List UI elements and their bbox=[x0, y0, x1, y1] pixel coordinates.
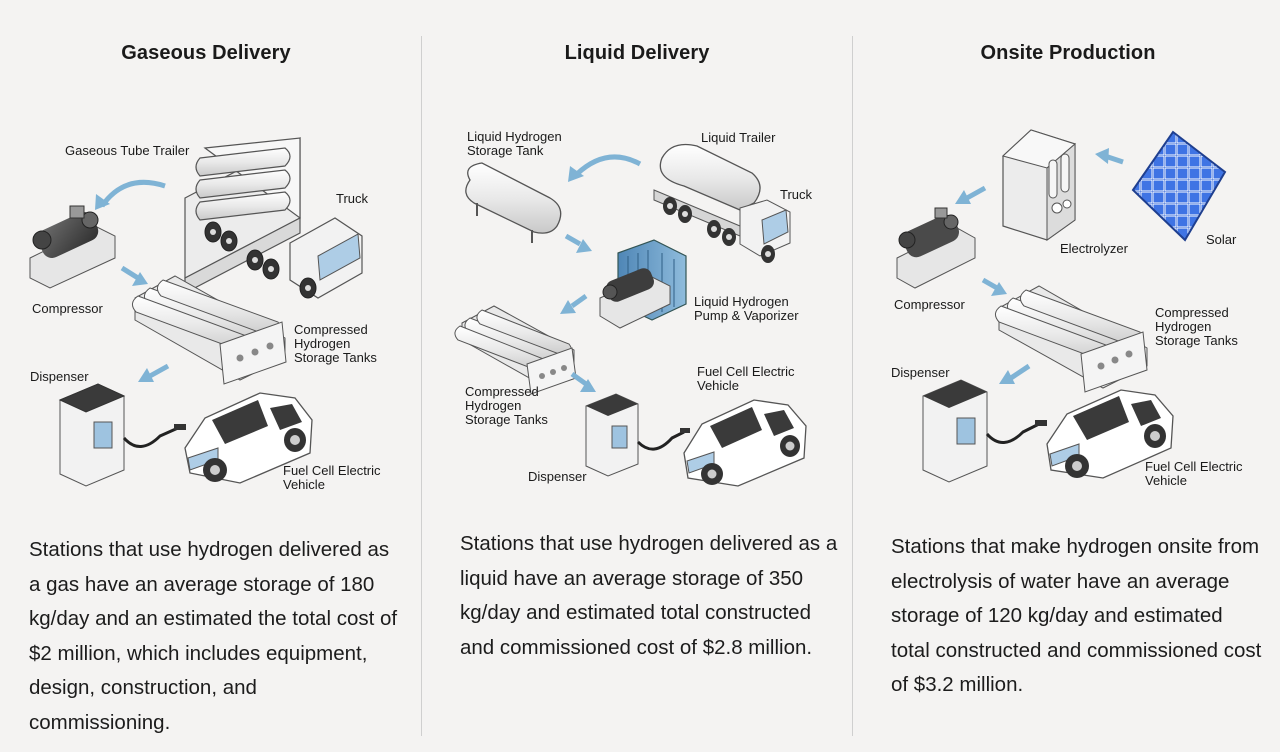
label-electrolyzer: Electrolyzer bbox=[1060, 241, 1129, 256]
label-tube-trailer: Gaseous Tube Trailer bbox=[65, 143, 190, 158]
gaseous-delivery-diagram: Gaseous Tube Trailer Truck Compressor Co… bbox=[29, 137, 381, 492]
flow-arrow-icon bbox=[120, 265, 140, 281]
label-solar: Solar bbox=[1206, 232, 1237, 247]
label-truck: Truck bbox=[780, 187, 813, 202]
label-storage: Compressed bbox=[294, 322, 368, 337]
pump-vaporizer-icon bbox=[599, 239, 687, 329]
storage-tanks-icon bbox=[454, 305, 577, 395]
dispenser-icon bbox=[58, 383, 186, 487]
flow-arrow-icon bbox=[1009, 363, 1031, 381]
label-storage: Compressed bbox=[465, 384, 539, 399]
label-storage-tank: Storage Tank bbox=[467, 143, 544, 158]
label-vehicle: Fuel Cell Electric bbox=[1145, 459, 1243, 474]
compressor-icon bbox=[896, 207, 976, 289]
arrowhead-icon bbox=[138, 368, 154, 382]
description-text: Stations that make hydrogen onsite from … bbox=[891, 535, 1262, 696]
arrowhead-icon bbox=[991, 282, 1007, 296]
label-vehicle: Fuel Cell Electric bbox=[283, 463, 381, 478]
label-pump: Liquid Hydrogen bbox=[694, 294, 789, 309]
label-storage: Hydrogen bbox=[1155, 319, 1211, 334]
label-storage: Hydrogen bbox=[465, 398, 521, 413]
column-divider bbox=[421, 36, 422, 736]
storage-tanks-icon bbox=[995, 285, 1148, 393]
arrowhead-icon bbox=[560, 300, 576, 314]
flow-arrow-icon bbox=[570, 293, 588, 309]
label-storage: Storage Tanks bbox=[1155, 333, 1238, 348]
label-storage: Compressed bbox=[1155, 305, 1229, 320]
label-dispenser: Dispenser bbox=[30, 369, 89, 384]
arrowhead-icon bbox=[576, 239, 592, 253]
arrowhead-icon bbox=[999, 370, 1015, 384]
label-compressor: Compressor bbox=[32, 301, 103, 316]
electrolyzer-icon bbox=[1002, 129, 1077, 241]
arrowhead-icon bbox=[1095, 148, 1109, 164]
label-storage: Storage Tanks bbox=[465, 412, 548, 427]
label-storage-tank: Liquid Hydrogen bbox=[467, 129, 562, 144]
dispenser-icon bbox=[922, 379, 1047, 483]
solar-panel-icon bbox=[1131, 130, 1227, 242]
flow-arrow-icon bbox=[575, 154, 642, 176]
column-onsite-production: Onsite Production bbox=[853, 0, 1280, 752]
liquid-delivery-diagram: Liquid Hydrogen Storage Tank Liquid Trai… bbox=[454, 129, 813, 487]
label-dispenser: Dispenser bbox=[528, 469, 587, 484]
flow-arrow-icon bbox=[981, 277, 999, 291]
arrowhead-icon bbox=[580, 379, 596, 392]
description-text: Stations that use hydrogen delivered as … bbox=[460, 532, 838, 659]
onsite-production-diagram: Electrolyzer Solar Compressor Compressed… bbox=[891, 129, 1243, 488]
flow-arrow-icon bbox=[148, 363, 170, 379]
label-vehicle: Vehicle bbox=[1145, 473, 1187, 488]
flow-arrow-icon bbox=[965, 185, 987, 201]
flow-arrow-icon bbox=[564, 233, 582, 247]
arrowhead-icon bbox=[955, 190, 971, 204]
column-title: Gaseous Delivery bbox=[121, 42, 291, 64]
arrowhead-icon bbox=[95, 194, 110, 210]
label-vehicle: Vehicle bbox=[283, 477, 325, 492]
label-truck: Truck bbox=[336, 191, 369, 206]
flow-arrow-icon bbox=[570, 371, 588, 387]
label-vehicle: Fuel Cell Electric bbox=[697, 364, 795, 379]
description-text: Stations that use hydrogen delivered as … bbox=[29, 538, 398, 734]
column-gaseous-delivery: Gaseous Delivery bbox=[0, 0, 421, 752]
fuel-cell-vehicle-icon bbox=[683, 399, 807, 487]
label-pump: Pump & Vaporizer bbox=[694, 308, 799, 323]
label-storage: Hydrogen bbox=[294, 336, 350, 351]
label-compressor: Compressor bbox=[894, 297, 965, 312]
liquid-storage-tank-icon bbox=[465, 162, 562, 243]
column-divider bbox=[852, 36, 853, 736]
liquid-trailer-truck-icon bbox=[653, 143, 791, 263]
arrowhead-icon bbox=[132, 272, 148, 286]
tube-trailer-truck-icon bbox=[184, 137, 363, 299]
fuel-cell-vehicle-icon bbox=[184, 392, 313, 484]
column-title: Onsite Production bbox=[980, 42, 1156, 64]
label-dispenser: Dispenser bbox=[891, 365, 950, 380]
label-vehicle: Vehicle bbox=[697, 378, 739, 393]
column-title: Liquid Delivery bbox=[564, 42, 710, 64]
fuel-cell-vehicle-icon bbox=[1046, 389, 1174, 479]
dispenser-icon bbox=[585, 393, 690, 477]
label-liquid-trailer: Liquid Trailer bbox=[701, 130, 776, 145]
compressor-icon bbox=[29, 205, 116, 289]
storage-tanks-icon bbox=[132, 275, 287, 385]
flow-arrow-icon bbox=[99, 179, 166, 208]
column-liquid-delivery: Liquid Delivery bbox=[422, 0, 852, 752]
arrowhead-icon bbox=[568, 166, 584, 182]
label-storage: Storage Tanks bbox=[294, 350, 377, 365]
